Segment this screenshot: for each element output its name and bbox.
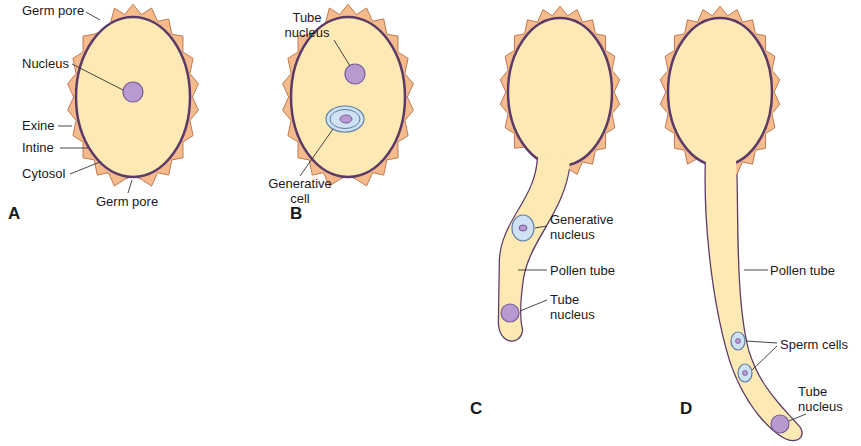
part-label: Cytosol [22, 166, 65, 181]
panel-letter: C [470, 400, 482, 418]
part-label: Generative nucleus [550, 212, 630, 242]
part-label: Pollen tube [770, 263, 835, 278]
part-label: Generative cell [262, 176, 338, 206]
part-label: Germ pore [96, 194, 158, 209]
part-label: Sperm cells [780, 337, 848, 352]
pollen-grain-a [68, 4, 199, 186]
leader-lines [58, 12, 806, 421]
pollen-grain-c [499, 6, 620, 340]
part-label: Intine [22, 140, 54, 155]
panel-letter: B [290, 205, 302, 223]
part-label: Tube nucleus [550, 292, 608, 322]
panel-letter: A [8, 205, 20, 223]
part-label: Tube nucleus [278, 10, 336, 40]
part-label: Nucleus [22, 56, 69, 71]
nucleus-shape [123, 82, 143, 102]
part-label: Pollen tube [550, 263, 615, 278]
panel-letter: D [680, 400, 692, 418]
part-label: Germ pore [22, 3, 84, 18]
part-label: Exine [22, 118, 55, 133]
part-label: Tube nucleus [798, 384, 856, 414]
pollen-grain-d [660, 6, 801, 440]
